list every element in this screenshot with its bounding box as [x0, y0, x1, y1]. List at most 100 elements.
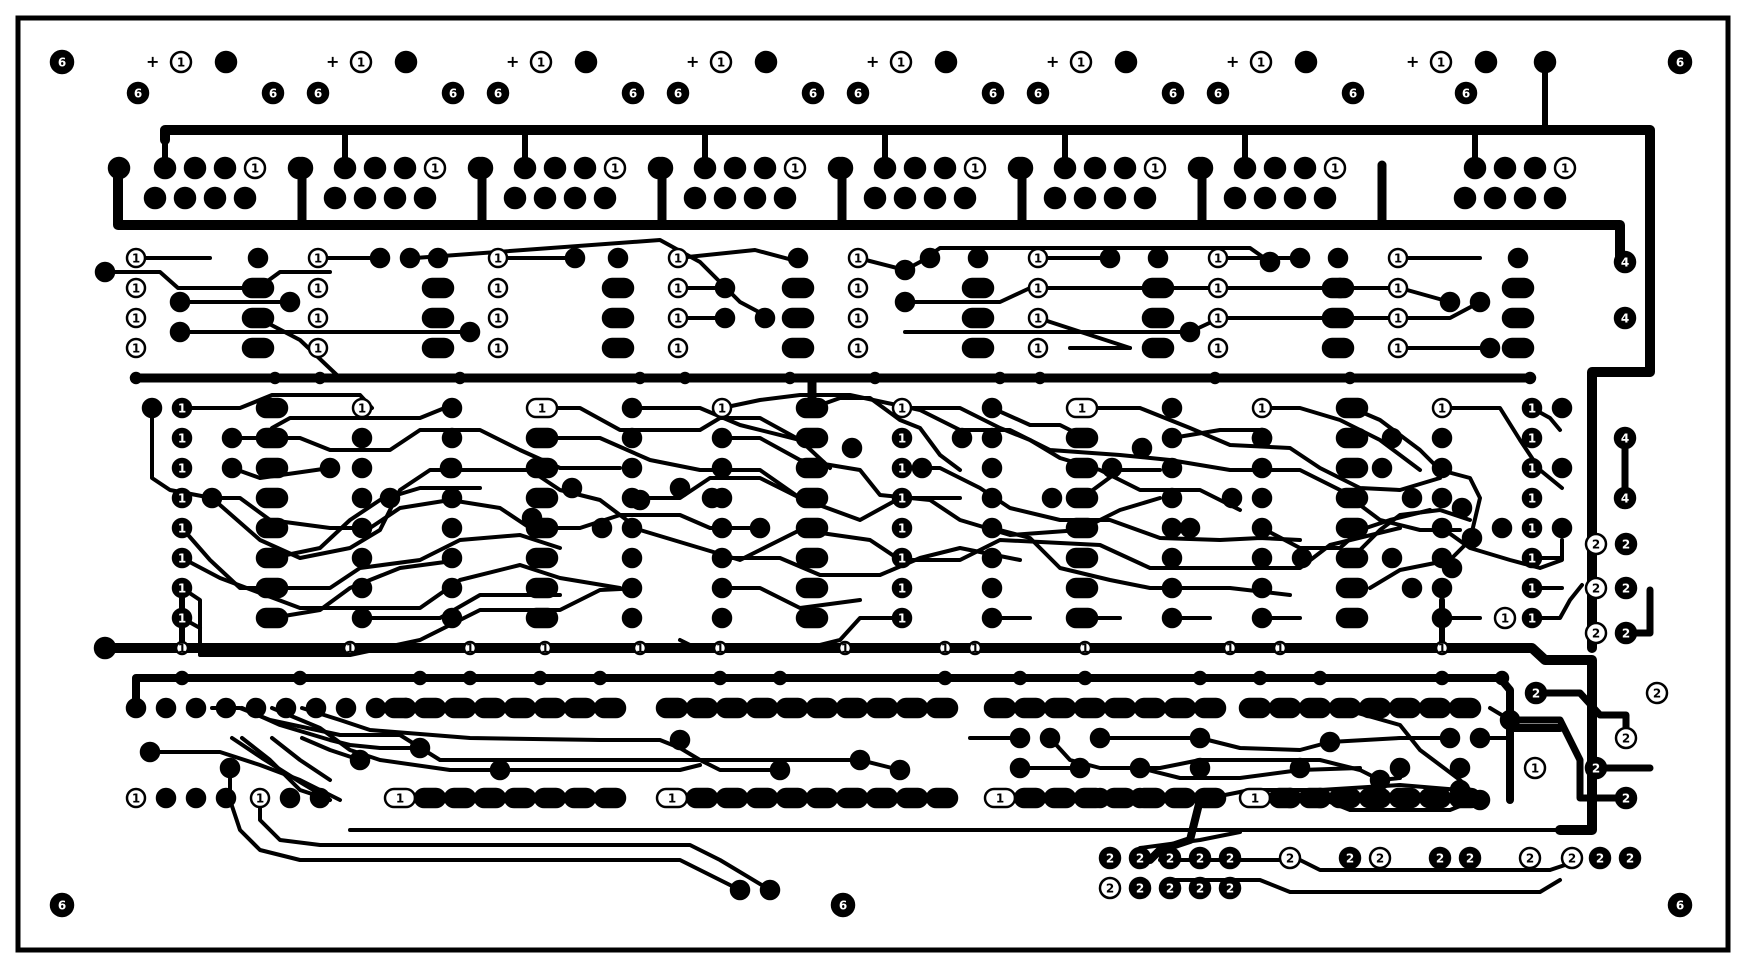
component-pad: [981, 577, 1003, 599]
component-pad: [1065, 547, 1099, 569]
solder-pad: [1491, 517, 1513, 539]
pad-label: 1: [178, 432, 186, 446]
pad-label: 2: [1592, 538, 1600, 552]
copper-trace: [1260, 406, 1422, 472]
connector-pad: 2: [1618, 846, 1642, 870]
component-pad: [1431, 577, 1453, 599]
pad-label: 1: [971, 162, 979, 176]
ic-pin-pad: [323, 186, 347, 210]
component-pad: [795, 487, 829, 509]
ic-pin-pad: [835, 787, 869, 809]
ic-pin-pad: [1448, 697, 1482, 719]
ic-pin-pad: 1: [383, 787, 417, 809]
ic-pin-pad: [1163, 697, 1197, 719]
connector-pad: [214, 50, 238, 74]
component-pad: [607, 247, 629, 269]
pad-label: 1: [898, 552, 906, 566]
connector-pad: 2: [1338, 846, 1362, 870]
component-pad: 1: [1207, 337, 1229, 359]
solder-pad: [911, 457, 933, 479]
ic-pin-pad: [1193, 787, 1227, 809]
component-pad: 1: [1065, 397, 1099, 419]
connector-pad: 1: [709, 50, 733, 74]
mount-hole: 6: [441, 81, 465, 105]
ic-pin-pad: [743, 186, 767, 210]
ic-pin-pad: [745, 787, 779, 809]
pad-label: 1: [611, 162, 619, 176]
pad-label: 6: [1349, 87, 1357, 101]
ic-pin-pad: [1233, 156, 1257, 180]
ic-pin-pad: [155, 787, 177, 809]
component-pad: 1: [1387, 277, 1409, 299]
ic-pin-pad: [443, 787, 477, 809]
pad-label: 6: [1169, 87, 1177, 101]
component-pad: [1335, 397, 1369, 419]
ic-pin-pad: [593, 787, 627, 809]
component-pad: 1: [125, 277, 147, 299]
pad-label: 1: [717, 56, 725, 70]
plus-sign: +: [506, 52, 519, 71]
pad-label: 1: [971, 642, 979, 656]
via: [1252, 670, 1268, 686]
component-pad: [351, 607, 373, 629]
ic-pin-pad: [233, 186, 257, 210]
pad-label: 2: [1166, 852, 1174, 866]
solder-pad: [1221, 487, 1243, 509]
pad-label: 1: [1501, 612, 1509, 626]
connector-pad: 2: [1518, 846, 1542, 870]
component-pad: [1161, 397, 1183, 419]
ic-pin-pad: 1: [125, 787, 147, 809]
component-pad: 1: [891, 457, 913, 479]
pad-label: 1: [178, 642, 186, 656]
component-pad: 1: [1207, 247, 1229, 269]
component-pad: [621, 457, 643, 479]
mount-hole: 6: [126, 81, 150, 105]
via: [993, 371, 1007, 385]
solder-pad: [1099, 247, 1121, 269]
pad-label: 6: [1676, 899, 1684, 913]
pad-label: 1: [357, 56, 365, 70]
component-pad: [711, 427, 733, 449]
component-pad: [1161, 457, 1183, 479]
component-pad: 1: [1521, 427, 1543, 449]
solder-pad: [1439, 291, 1461, 313]
ic-pin-pad: [503, 787, 537, 809]
copper-trace: [1350, 508, 1472, 560]
pad-label: 1: [1528, 462, 1536, 476]
component-pad: [981, 517, 1003, 539]
connector-pad: 2: [1098, 876, 1122, 900]
connector-pad: 2: [1645, 681, 1669, 705]
copper-trace: [1530, 583, 1584, 620]
component-pad: [621, 517, 643, 539]
component-pad: [1431, 457, 1453, 479]
component-pad: [255, 427, 289, 449]
solder-pad: [290, 156, 314, 180]
solder-pad: [1179, 517, 1201, 539]
solder-pad: [470, 156, 494, 180]
pad-label: 1: [178, 552, 186, 566]
pad-label: 1: [897, 56, 905, 70]
component-pad: [525, 607, 559, 629]
ic-pin-pad: [533, 787, 567, 809]
component-pad: [981, 547, 1003, 569]
ic-pin-pad: [1453, 186, 1477, 210]
solder-pad: [1089, 727, 1111, 749]
solder-pad: [669, 729, 691, 751]
component-pad: 1: [847, 307, 869, 329]
component-pad: [255, 607, 289, 629]
ic-pin-pad: [1358, 787, 1392, 809]
component-pad: [981, 487, 1003, 509]
solder-pad: [1089, 787, 1111, 809]
copper-trace: [256, 316, 342, 380]
solder-pad: [1439, 727, 1461, 749]
component-pad: [441, 517, 463, 539]
pad-label: 1: [1214, 312, 1222, 326]
solder-pad: [591, 517, 613, 539]
pad-label: 2: [1286, 852, 1294, 866]
copper-trace: [270, 558, 462, 620]
component-pad: [1335, 517, 1369, 539]
pad-label: 1: [132, 282, 140, 296]
component-pad: [441, 547, 463, 569]
component-pad: [1327, 247, 1349, 269]
